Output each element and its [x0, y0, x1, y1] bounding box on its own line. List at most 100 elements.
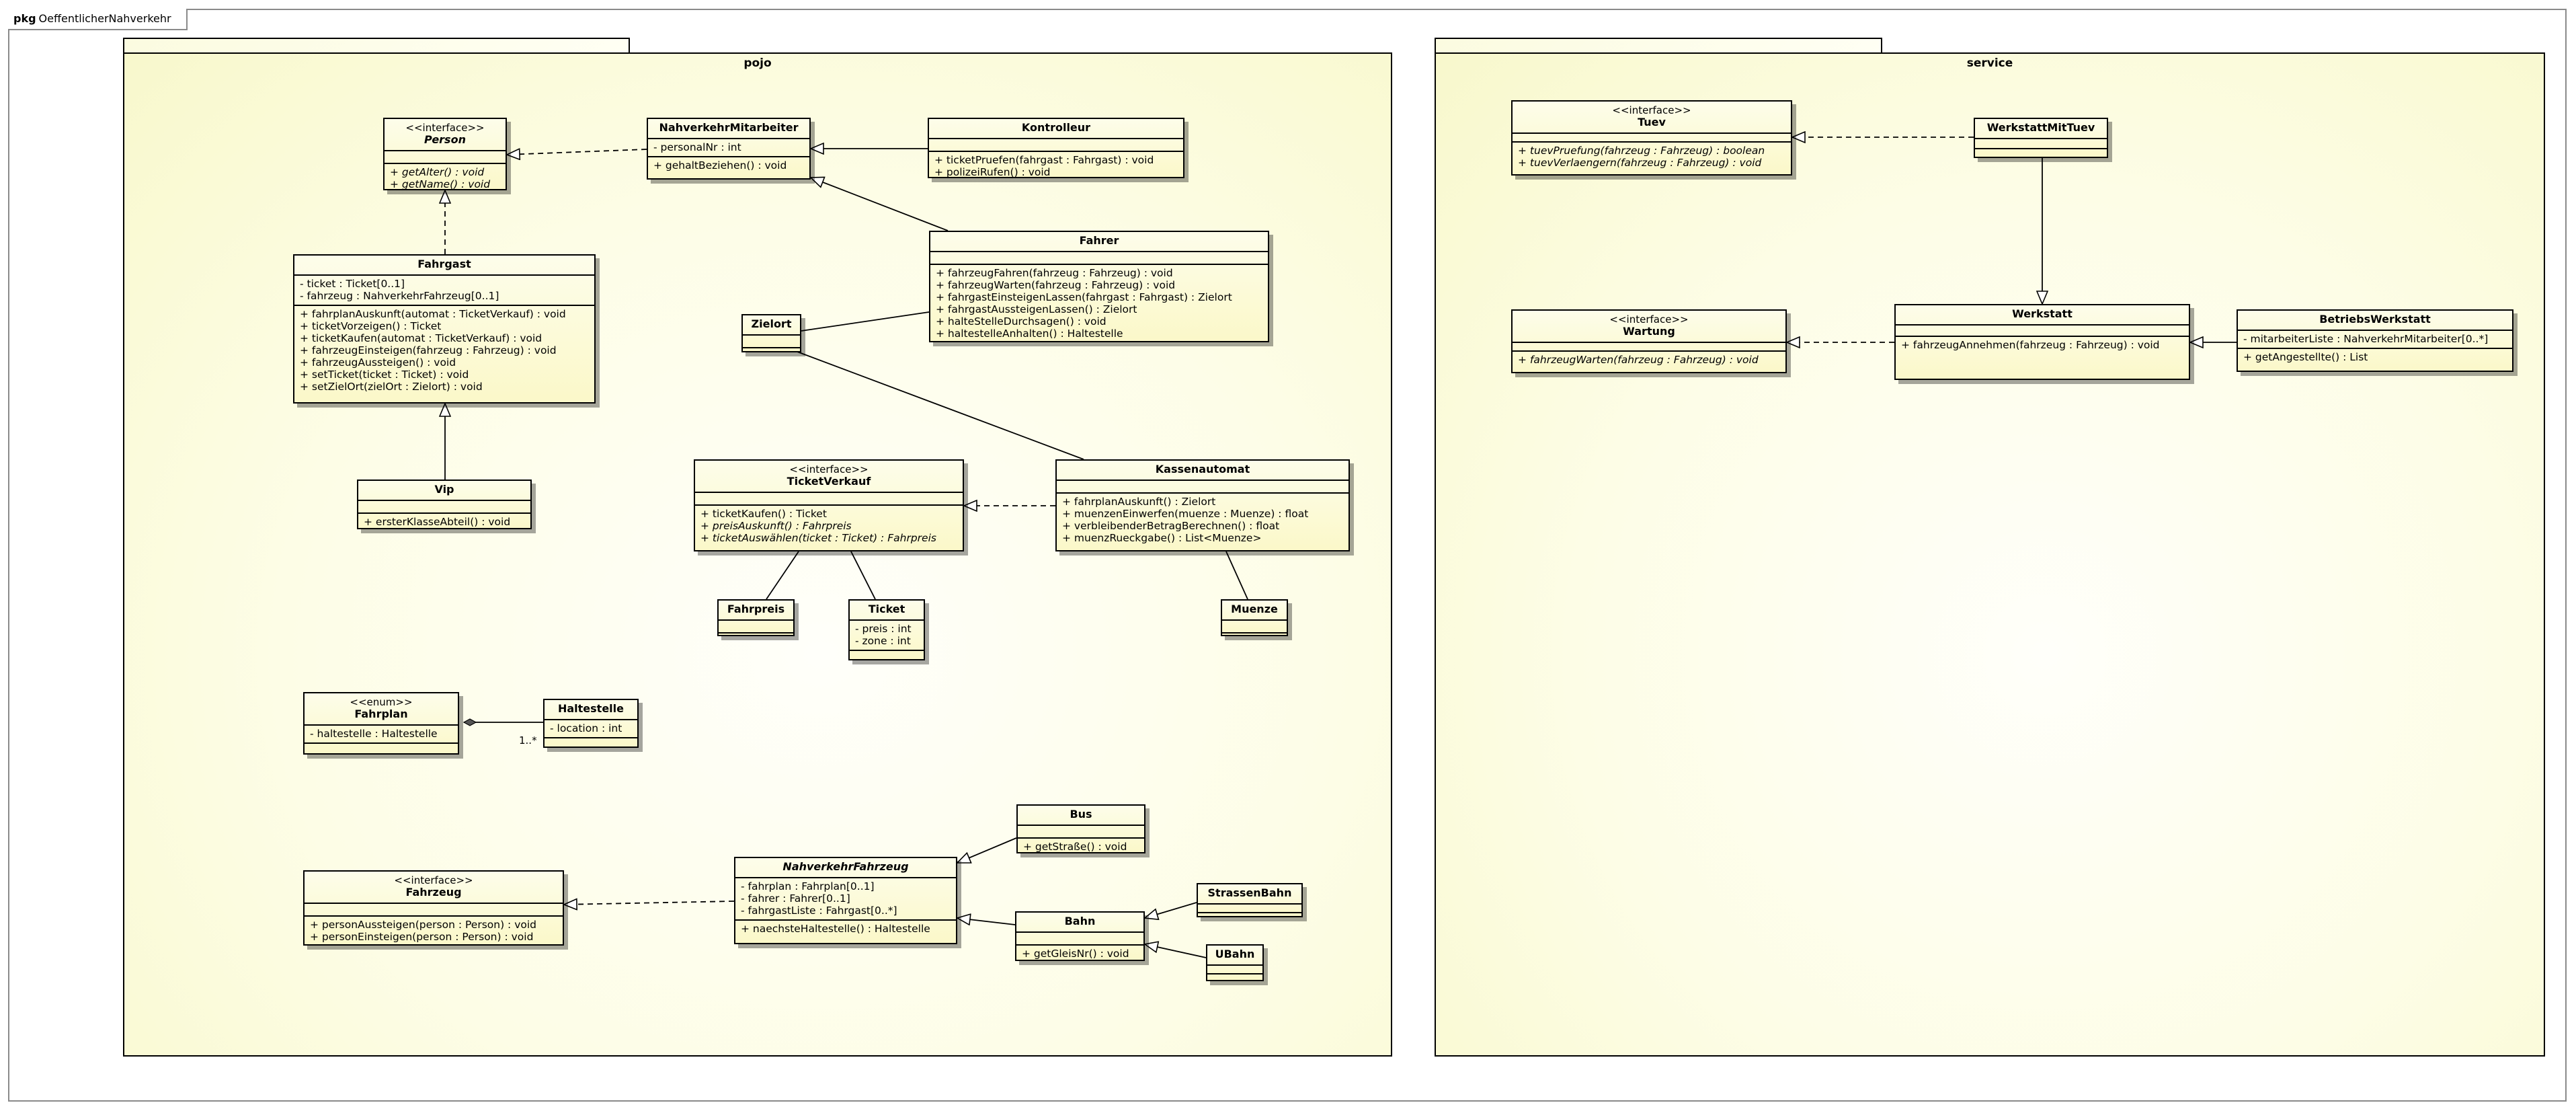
operation: + setZielOrt(zielOrt : Zielort) : void — [300, 381, 483, 393]
package-pojo-name: pojo — [743, 56, 772, 70]
attribute: - location : int — [550, 722, 622, 734]
class-fahrpreis-attributes — [719, 619, 793, 632]
frame-name: OeffentlicherNahverkehr — [38, 12, 171, 25]
class-fahrplan-operations — [305, 742, 458, 751]
class-zielort-attributes — [743, 334, 800, 347]
class-fahrer-attributes — [930, 251, 1268, 264]
class-nahverkehr-mitarbeiter-operations: + gehaltBeziehen() : void — [648, 156, 809, 174]
class-wartung-stereotype: <<interface>> — [1609, 313, 1689, 326]
class-werkstatt-mit-tuev-operations — [1975, 148, 2107, 158]
class-bahn-operations: + getGleisNr() : void — [1016, 944, 1143, 962]
class-tuev-stereotype: <<interface>> — [1612, 104, 1691, 116]
class-fahrgast[interactable]: Fahrgast - ticket : Ticket[0..1] - fahrz… — [293, 254, 596, 404]
operation: + naechsteHaltestelle() : Haltestelle — [741, 923, 930, 935]
operation: + getName() : void — [390, 178, 491, 190]
class-strassen-bahn-attributes — [1198, 903, 1301, 912]
class-bus[interactable]: Bus + getStraße() : void — [1016, 804, 1145, 853]
edge-nahverkehrfahrzeug-fahrzeug — [564, 901, 735, 905]
class-ticket-verkauf[interactable]: <<interface>>TicketVerkauf + ticketKaufe… — [694, 459, 964, 551]
operation: + tuevVerlaengern(fahrzeug : Fahrzeug) :… — [1518, 157, 1762, 169]
operation: + setTicket(ticket : Ticket) : void — [300, 369, 469, 381]
class-kontrolleur-attributes — [929, 138, 1183, 151]
class-werkstatt-mit-tuev-name: WerkstattMitTuev — [1986, 121, 2095, 134]
class-person[interactable]: <<interface>>Person + getAlter() : void … — [383, 118, 507, 190]
class-nahverkehr-fahrzeug-operations: + naechsteHaltestelle() : Haltestelle — [735, 919, 956, 938]
class-ticket-verkauf-stereotype: <<interface>> — [789, 463, 869, 475]
class-betriebs-werkstatt[interactable]: BetriebsWerkstatt - mitarbeiterListe : N… — [2237, 309, 2513, 372]
class-vip-attributes — [358, 500, 530, 512]
class-u-bahn[interactable]: UBahn — [1206, 944, 1264, 981]
class-vip[interactable]: Vip + ersterKlasseAbteil() : void — [357, 480, 532, 529]
attribute: - personalNr : int — [653, 141, 741, 153]
attribute: - ticket : Ticket[0..1] — [300, 278, 405, 290]
class-wartung[interactable]: <<interface>>Wartung + fahrzeugWarten(fa… — [1511, 309, 1787, 373]
class-kassenautomat-name: Kassenautomat — [1155, 463, 1250, 475]
operation: + getGleisNr() : void — [1022, 948, 1129, 960]
diagram-frame — [8, 9, 2567, 1102]
class-fahrzeug[interactable]: <<interface>>Fahrzeug + personAussteigen… — [303, 870, 564, 946]
class-bahn-name: Bahn — [1064, 915, 1096, 927]
operation: + halteStelleDurchsagen() : void — [936, 315, 1106, 328]
class-fahrpreis-operations — [719, 632, 793, 645]
class-ticket-verkauf-operations: + ticketKaufen() : Ticket + preisAuskunf… — [695, 504, 963, 547]
operation: + haltestelleAnhalten() : Haltestelle — [936, 328, 1123, 340]
edge-bus-nahverkehrfahrzeug — [957, 837, 1017, 864]
class-muenze[interactable]: Muenze — [1221, 599, 1288, 636]
operation: + ticketKaufen() : Ticket — [700, 508, 827, 520]
operation: + fahrzeugEinsteigen(fahrzeug : Fahrzeug… — [300, 344, 557, 356]
package-service[interactable]: service — [1435, 52, 2545, 1057]
class-fahrgast-attributes: - ticket : Ticket[0..1] - fahrzeug : Nah… — [294, 274, 594, 305]
edge-ubahn-bahn — [1145, 944, 1207, 958]
operation: + getStraße() : void — [1023, 841, 1127, 853]
operation: + muenzenEinwerfen(muenze : Muenze) : fl… — [1062, 508, 1309, 520]
class-nahverkehr-mitarbeiter[interactable]: NahverkehrMitarbeiter - personalNr : int… — [647, 118, 811, 180]
class-ticket[interactable]: Ticket - preis : int - zone : int — [848, 599, 925, 660]
class-kontrolleur[interactable]: Kontrolleur + ticketPruefen(fahrgast : F… — [928, 118, 1184, 178]
class-fahrzeug-name: Fahrzeug — [405, 886, 462, 898]
class-fahrer-operations: + fahrzeugFahren(fahrzeug : Fahrzeug) : … — [930, 264, 1268, 342]
operation: + fahrzeugAussteigen() : void — [300, 356, 456, 369]
class-fahrer[interactable]: Fahrer + fahrzeugFahren(fahrzeug : Fahrz… — [929, 231, 1269, 342]
class-kassenautomat-attributes — [1057, 480, 1349, 492]
operation: + preisAuskunft() : Fahrpreis — [700, 520, 852, 532]
operation: + fahrzeugAnnehmen(fahrzeug : Fahrzeug) … — [1901, 339, 2160, 351]
package-pojo-tab — [123, 38, 630, 54]
class-nahverkehr-mitarbeiter-attributes: - personalNr : int — [648, 138, 809, 156]
class-wartung-name: Wartung — [1623, 325, 1675, 338]
class-tuev[interactable]: <<interface>>Tuev + tuevPruefung(fahrzeu… — [1511, 100, 1792, 176]
class-fahrzeug-stereotype: <<interface>> — [394, 874, 473, 886]
operation: + ticketKaufen(automat : TicketVerkauf) … — [300, 332, 542, 344]
class-betriebs-werkstatt-attributes: - mitarbeiterListe : NahverkehrMitarbeit… — [2238, 330, 2512, 348]
class-nahverkehr-fahrzeug[interactable]: NahverkehrFahrzeug - fahrplan : Fahrplan… — [734, 857, 957, 944]
operation: + fahrplanAuskunft() : Zielort — [1062, 496, 1216, 508]
operation: + getAngestellte() : List — [2243, 351, 2368, 363]
package-service-tab — [1435, 38, 1882, 54]
attribute: - fahrer : Fahrer[0..1] — [741, 892, 850, 905]
class-strassen-bahn-name: StrassenBahn — [1207, 886, 1292, 899]
class-werkstatt[interactable]: Werkstatt + fahrzeugAnnehmen(fahrzeug : … — [1894, 304, 2190, 380]
class-haltestelle[interactable]: Haltestelle - location : int — [543, 699, 639, 748]
class-werkstatt-operations: + fahrzeugAnnehmen(fahrzeug : Fahrzeug) … — [1896, 336, 2189, 354]
class-werkstatt-mit-tuev[interactable]: WerkstattMitTuev — [1974, 118, 2108, 158]
edge-ticketverkauf-ticket — [850, 551, 876, 600]
class-muenze-operations — [1222, 632, 1287, 645]
operation: + tuevPruefung(fahrzeug : Fahrzeug) : bo… — [1518, 145, 1765, 157]
class-strassen-bahn[interactable]: StrassenBahn — [1197, 883, 1303, 917]
class-zielort[interactable]: Zielort — [741, 314, 801, 352]
class-fahrpreis[interactable]: Fahrpreis — [717, 599, 795, 636]
class-bahn-attributes — [1016, 931, 1143, 944]
class-kassenautomat[interactable]: Kassenautomat + fahrplanAuskunft() : Zie… — [1055, 459, 1350, 551]
class-fahrgast-operations: + fahrplanAuskunft(automat : TicketVerka… — [294, 305, 594, 395]
operation: + personAussteigen(person : Person) : vo… — [310, 919, 537, 931]
class-fahrplan[interactable]: <<enum>>Fahrplan - haltestelle : Haltest… — [303, 692, 459, 755]
operation: + fahrzeugWarten(fahrzeug : Fahrzeug) : … — [1518, 354, 1759, 366]
operation: + ticketVorzeigen() : Ticket — [300, 320, 442, 332]
attribute: - preis : int — [855, 623, 912, 635]
class-bahn[interactable]: Bahn + getGleisNr() : void — [1015, 911, 1145, 961]
operation: + ticketAuswählen(ticket : Ticket) : Fah… — [700, 532, 936, 544]
edge-zielort-fahrer — [801, 311, 930, 332]
attribute: - haltestelle : Haltestelle — [310, 728, 438, 740]
class-betriebs-werkstatt-name: BetriebsWerkstatt — [2319, 313, 2431, 326]
